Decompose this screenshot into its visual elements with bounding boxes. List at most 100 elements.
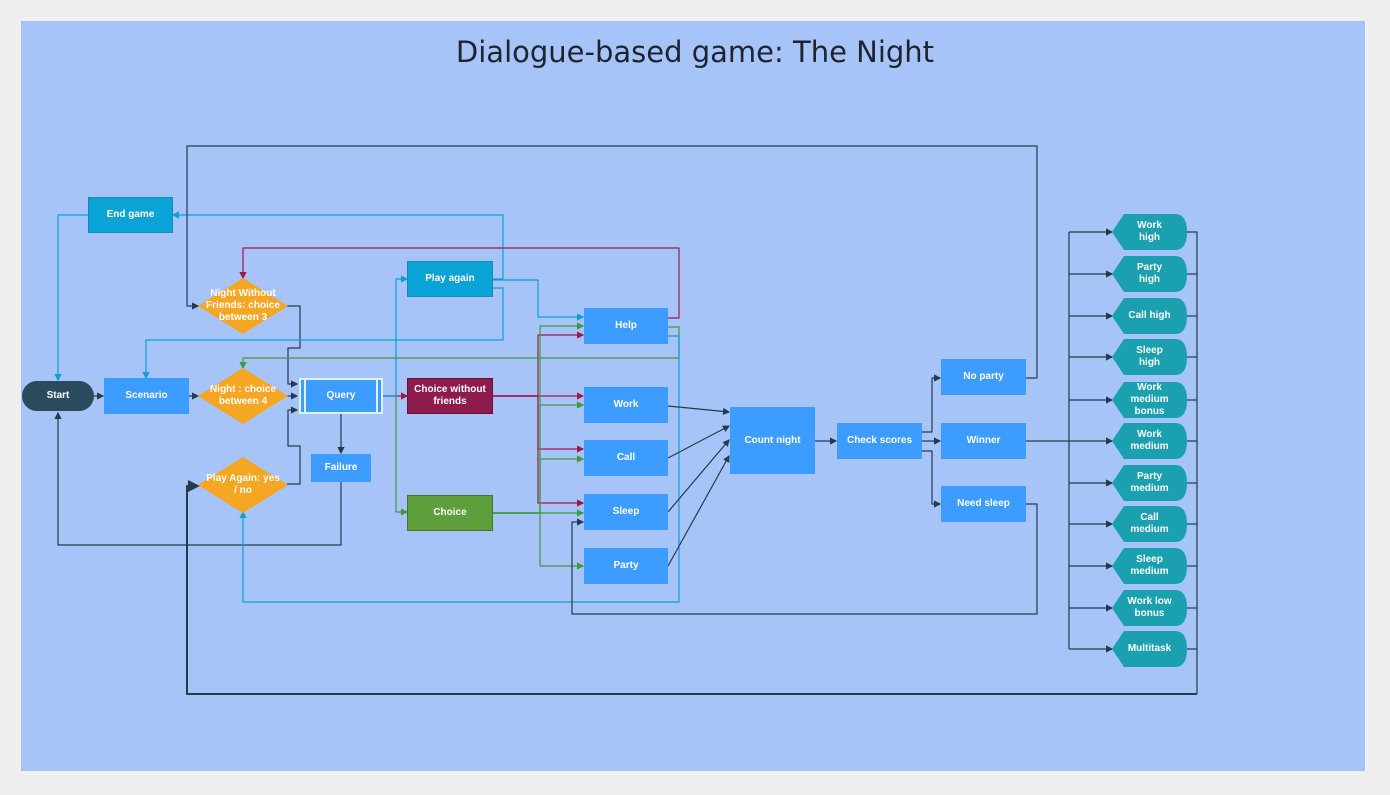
night-choice-decision[interactable]: Night : choice between 4 xyxy=(198,368,288,424)
failure-label: Failure xyxy=(324,462,358,473)
play-again-label: Play again xyxy=(425,273,475,284)
ending-node[interactable]: Call medium xyxy=(1112,506,1187,542)
choice-without-friends-node[interactable]: Choice without friends xyxy=(407,378,493,414)
ending-shape xyxy=(1112,590,1187,626)
edge-needsleep-sleep xyxy=(571,503,1038,615)
winner-node[interactable]: Winner xyxy=(941,423,1026,459)
ending-shape xyxy=(1112,256,1187,292)
edge-check-needsleep xyxy=(922,450,942,508)
ending-label: Sleep medium xyxy=(1130,554,1169,577)
edge-sleep-count xyxy=(667,439,730,513)
ending-label: Party medium xyxy=(1130,471,1169,494)
ending-shape xyxy=(1112,506,1187,542)
ending-label: Party high xyxy=(1136,262,1162,285)
query-node[interactable]: Query xyxy=(299,378,383,414)
call-node[interactable]: Call xyxy=(584,440,668,476)
check-scores-label: Check scores xyxy=(846,435,913,446)
ending-node[interactable]: Party medium xyxy=(1112,465,1187,501)
edge-query-choice xyxy=(382,395,409,516)
failure-node[interactable]: Failure xyxy=(311,454,371,482)
end-game-label: End game xyxy=(106,209,155,220)
ending-label: Work medium bonus xyxy=(1130,382,1169,417)
sleep-node[interactable]: Sleep xyxy=(584,494,668,530)
ending-label: Work high xyxy=(1137,220,1162,243)
sleep-label: Sleep xyxy=(612,506,640,517)
edge-failure-start xyxy=(54,411,342,546)
ending-label: Sleep high xyxy=(1136,345,1163,368)
scenario-node[interactable]: Scenario xyxy=(104,378,189,414)
ending-shape xyxy=(1112,298,1187,334)
decision-shape xyxy=(198,278,288,334)
edge-work-count xyxy=(667,405,731,415)
play-again-decision-label: Play Again: yes / no xyxy=(206,473,280,496)
work-label: Work xyxy=(613,399,639,410)
play-again-node[interactable]: Play again xyxy=(407,261,493,297)
ending-node[interactable]: Call high xyxy=(1112,298,1187,334)
edge-nwf-query xyxy=(287,305,301,388)
edge-help-nwf xyxy=(239,247,680,319)
work-node[interactable]: Work xyxy=(584,387,668,423)
ending-node[interactable]: Sleep high xyxy=(1112,339,1187,375)
ending-node[interactable]: Work low bonus xyxy=(1112,590,1187,626)
ending-shape xyxy=(1112,214,1187,250)
ending-node[interactable]: Work high xyxy=(1112,214,1187,250)
edge-playagain-help xyxy=(492,279,585,321)
count-night-node[interactable]: Count night xyxy=(730,407,815,474)
help-label: Help xyxy=(615,320,637,331)
ending-shape xyxy=(1112,382,1187,418)
ending-label: Multitask xyxy=(1127,643,1172,654)
night-without-friends-decision[interactable]: Night Without Friends: choice between 3 xyxy=(198,278,288,334)
choice-node[interactable]: Choice xyxy=(407,495,493,531)
start-label: Start xyxy=(46,390,70,401)
ending-shape xyxy=(1112,631,1187,667)
ending-node[interactable]: Sleep medium xyxy=(1112,548,1187,584)
ending-node[interactable]: Work medium bonus xyxy=(1112,382,1187,418)
choice-label: Choice xyxy=(433,507,467,518)
play-again-decision[interactable]: Play Again: yes / no xyxy=(198,457,288,513)
edge-choice-party xyxy=(492,512,585,570)
decision-shape xyxy=(198,457,288,513)
ending-node[interactable]: Multitask xyxy=(1112,631,1187,667)
call-label: Call xyxy=(616,452,636,463)
edge-call-count xyxy=(667,425,731,459)
choice-without-friends-label: Choice without friends xyxy=(414,384,486,407)
party-node[interactable]: Party xyxy=(584,548,668,584)
edge-check-noparty xyxy=(922,374,942,433)
winner-fanout xyxy=(1026,228,1114,653)
check-scores-node[interactable]: Check scores xyxy=(837,423,922,459)
edge-playagain-query xyxy=(287,406,301,485)
ending-node[interactable]: Work medium xyxy=(1112,423,1187,459)
start-terminal[interactable]: Start xyxy=(22,381,94,411)
need-sleep-node[interactable]: Need sleep xyxy=(941,486,1026,522)
endings-return xyxy=(186,231,1198,695)
ending-label: Call medium xyxy=(1130,512,1169,535)
edge-cwf-help xyxy=(492,331,585,397)
query-label: Query xyxy=(326,390,356,401)
edge-playagain-endgame xyxy=(171,211,504,280)
party-label: Party xyxy=(613,560,639,571)
help-node[interactable]: Help xyxy=(584,308,668,344)
no-party-node[interactable]: No party xyxy=(941,359,1026,395)
no-party-label: No party xyxy=(963,371,1004,382)
edge-help-playagain xyxy=(239,335,680,603)
scenario-label: Scenario xyxy=(125,390,168,401)
need-sleep-label: Need sleep xyxy=(957,498,1010,509)
ending-shape xyxy=(1112,423,1187,459)
winner-label: Winner xyxy=(966,435,1001,446)
edge-cwf-sleep xyxy=(492,395,585,507)
end-game-node[interactable]: End game xyxy=(88,197,173,233)
edge-playagain-scenario xyxy=(142,287,504,380)
ending-label: Work medium xyxy=(1130,429,1169,452)
edge-endgame-start xyxy=(54,214,88,382)
edge-noparty-nwf xyxy=(186,145,1038,379)
night-choice-label: Night : choice between 4 xyxy=(209,384,277,407)
ending-shape xyxy=(1112,548,1187,584)
edge-party-count xyxy=(667,454,730,567)
ending-shape xyxy=(1112,339,1187,375)
ending-shape xyxy=(1112,465,1187,501)
count-night-label: Count night xyxy=(744,434,801,446)
ending-label: Work low bonus xyxy=(1127,596,1172,619)
ending-node[interactable]: Party high xyxy=(1112,256,1187,292)
night-without-friends-label: Night Without Friends: choice between 3 xyxy=(206,288,280,323)
